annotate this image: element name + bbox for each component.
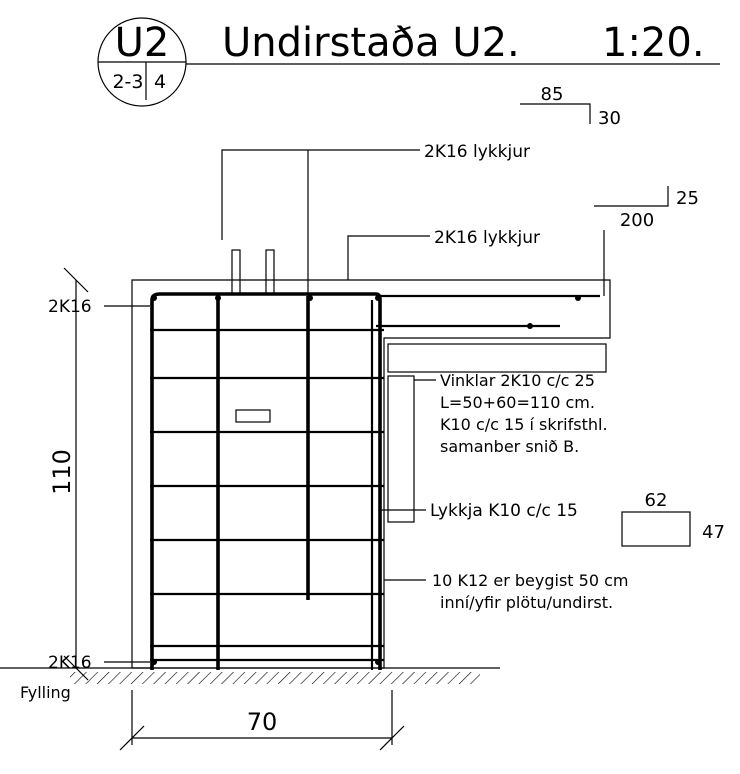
stirrup-shape: 62 47 <box>621 490 725 547</box>
height-dimension: 110 <box>48 267 89 681</box>
bar-shape-top-length: 85 <box>541 84 564 105</box>
label-k12-2: inní/yfir plötu/undirst. <box>440 593 613 612</box>
fill-label: Fylling <box>20 683 71 702</box>
label-vinklar-3: K10 c/c 15 í skrifsthl. <box>440 415 608 434</box>
detail-sheet-num: 4 <box>154 71 166 93</box>
label-k12-1: 10 K12 er beygist 50 cm <box>432 571 628 590</box>
concrete-section <box>131 279 611 669</box>
side-insulation <box>387 375 415 523</box>
detail-scale: 1:20. <box>602 20 705 66</box>
label-lykkjur-1: 2K16 lykkjur <box>424 142 530 162</box>
detail-number: U2 <box>115 20 170 66</box>
label-top-bar: 2K16 <box>48 297 92 317</box>
label-lykkjur-2: 2K16 lykkjur <box>434 228 540 248</box>
bar-shape-middle: 25 200 <box>594 186 699 231</box>
width-dimension: 70 <box>119 690 405 751</box>
label-lykkja: Lykkja K10 c/c 15 <box>430 501 578 521</box>
label-vinklar-2: L=50+60=110 cm. <box>440 393 595 412</box>
leader-lines <box>104 149 605 663</box>
reinforcement <box>150 249 600 670</box>
bar-shape-middle-leg: 25 <box>676 188 699 209</box>
bar-shape-middle-length: 200 <box>620 210 654 231</box>
dimension-height: 110 <box>48 449 76 495</box>
stirrup-width: 62 <box>645 490 668 511</box>
bar-shape-top-leg: 30 <box>598 108 621 129</box>
bar-shape-top: 85 30 <box>520 84 621 129</box>
label-bottom-bar: 2K16 <box>48 653 92 673</box>
detail-sheet-ref: 2-3 <box>112 71 143 93</box>
slab-insulation <box>387 343 607 373</box>
dimension-width: 70 <box>247 708 278 736</box>
detail-title: Undirstaða U2. <box>222 20 520 66</box>
stirrup-height: 47 <box>702 522 725 543</box>
ground: Fylling <box>0 667 500 702</box>
label-vinklar-4: samanber snið B. <box>440 437 579 456</box>
label-vinklar-1: Vinklar 2K10 c/c 25 <box>440 371 595 390</box>
title-block: U2 2-3 4 Undirstaða U2. 1:20. <box>97 17 720 107</box>
